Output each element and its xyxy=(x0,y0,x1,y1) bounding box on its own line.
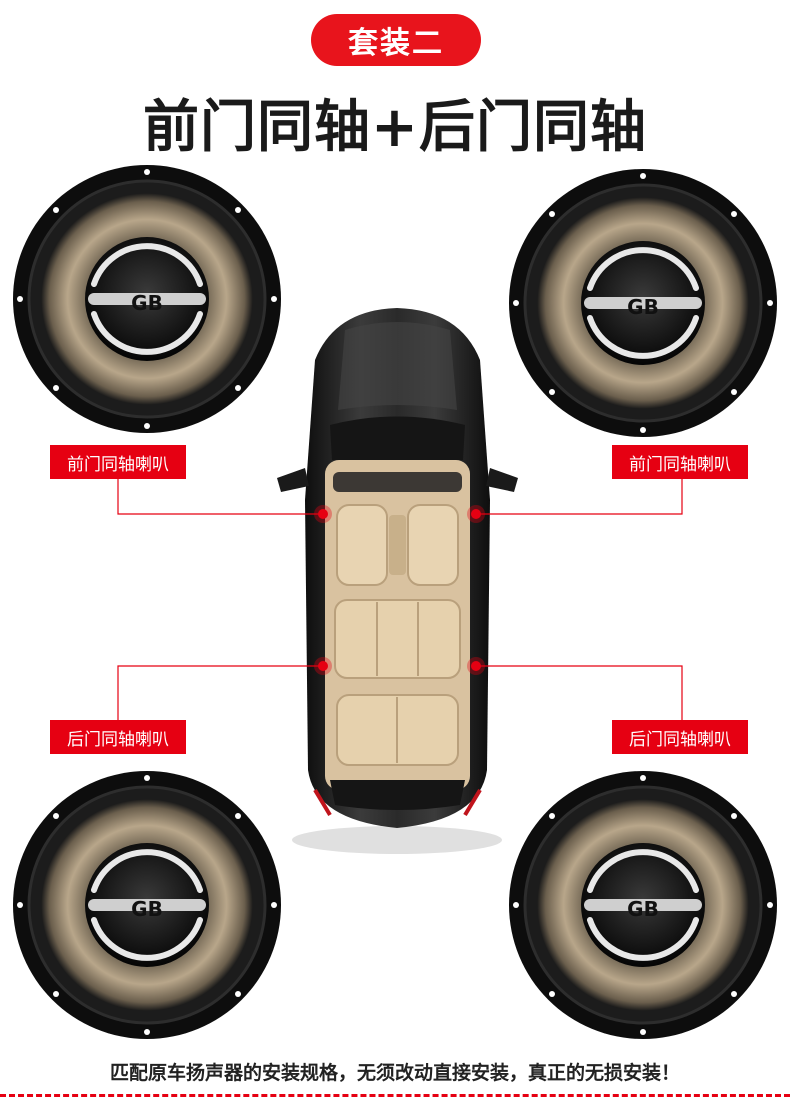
speaker-rear-left-image: GB xyxy=(13,771,281,1039)
speaker-rear-right-image: GB xyxy=(509,771,777,1039)
speaker-logo-text: GB xyxy=(627,295,659,319)
label-rear-left-speaker: 后门同轴喇叭 xyxy=(50,720,186,754)
car-top-view-image xyxy=(277,308,518,854)
label-front-left-speaker: 前门同轴喇叭 xyxy=(50,445,186,479)
page-title: 前门同轴+后门同轴 xyxy=(143,95,647,160)
label-front-right-speaker: 前门同轴喇叭 xyxy=(612,445,748,479)
footer-note: 匹配原车扬声器的安装规格，无须改动直接安装，真正的无损安装！ xyxy=(109,1062,680,1084)
label-rear-right-speaker: 后门同轴喇叭 xyxy=(612,720,748,754)
speaker-front-right-image: GB xyxy=(509,169,777,437)
dashed-divider xyxy=(0,1094,790,1097)
speaker-front-left-image: GB xyxy=(13,165,281,433)
package-badge: 套装二 xyxy=(311,14,481,66)
speaker-logo-text: GB xyxy=(627,897,659,921)
speaker-logo-text: GB xyxy=(131,897,163,921)
speaker-logo-text: GB xyxy=(131,291,163,315)
